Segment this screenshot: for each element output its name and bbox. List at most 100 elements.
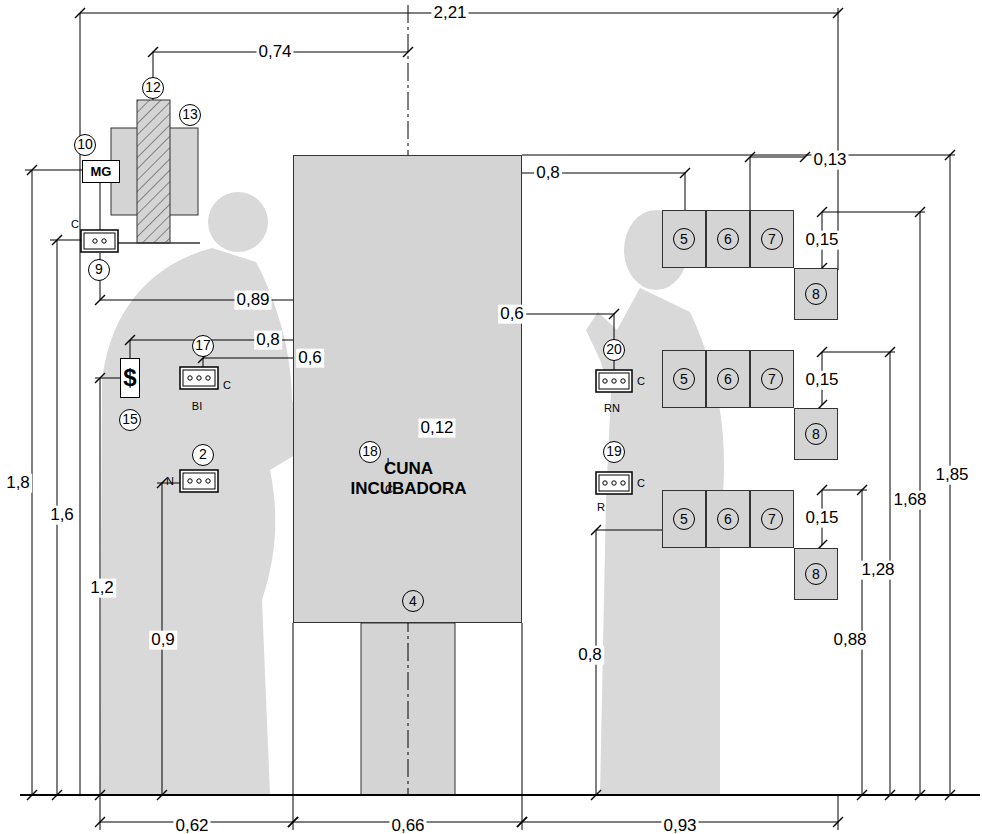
box-label: MG xyxy=(91,164,112,179)
dimension-value: 0,15 xyxy=(803,371,840,390)
outlet-symbol xyxy=(599,475,629,491)
outlet-symbol xyxy=(599,373,629,389)
callout-number: 10 xyxy=(74,134,96,156)
dimension-line xyxy=(800,152,810,162)
dimension-value: 0,93 xyxy=(661,817,698,834)
outlet-code: C xyxy=(637,375,645,387)
callout-number: 9 xyxy=(88,259,110,281)
outlet-pin xyxy=(206,479,210,483)
dimension-lines xyxy=(20,5,980,830)
dimension-value: 0,6 xyxy=(498,305,526,324)
dimension-value: 0,8 xyxy=(254,331,282,350)
callout-number: 17 xyxy=(192,335,214,357)
dimension-value: 1,8 xyxy=(4,474,32,493)
dimension-line xyxy=(822,212,925,213)
mg-box: MG xyxy=(82,160,120,183)
dimension-value: 1,6 xyxy=(48,506,76,525)
dimension-value: 1,28 xyxy=(859,561,896,580)
dimension-value: 0,66 xyxy=(389,817,426,834)
callout-number: 19 xyxy=(603,441,625,463)
equipment-box: 8 xyxy=(794,268,838,320)
dimension-line xyxy=(522,155,955,156)
equipment-box: 7 xyxy=(750,490,794,548)
dimension-value: 1,85 xyxy=(933,466,970,485)
outlet-pin xyxy=(612,481,616,485)
dimension-line xyxy=(838,795,839,830)
outlet-pin xyxy=(612,379,616,383)
equipment-box: 6 xyxy=(706,210,750,268)
outlet-pin xyxy=(621,481,625,485)
equipment-box: 6 xyxy=(706,490,750,548)
incubator-box: CUNA INCUBADORA4 xyxy=(293,155,522,623)
equipment-box: 6 xyxy=(706,350,750,408)
callout-number: 2 xyxy=(192,444,214,466)
outlet-code: C xyxy=(223,379,231,391)
outlet-code: I xyxy=(386,456,389,468)
outlet-symbol xyxy=(84,233,115,249)
callout-number: 18 xyxy=(359,441,381,463)
callout-number: 7 xyxy=(761,368,783,390)
dimension-value: 0,13 xyxy=(811,151,848,170)
switch-symbol: $ xyxy=(123,364,136,392)
dimension-line xyxy=(100,183,101,230)
outlet-pin xyxy=(621,379,625,383)
dimension-line xyxy=(522,623,523,830)
outlet-pin xyxy=(197,479,201,483)
outlet-symbol xyxy=(596,370,632,392)
outlet-pin xyxy=(197,376,201,380)
dimension-line xyxy=(25,170,82,171)
dimension-value: 0,88 xyxy=(831,631,868,650)
panel-12 xyxy=(137,100,170,243)
outlet-pin xyxy=(603,481,607,485)
equipment-box: 7 xyxy=(750,210,794,268)
dimension-value: 0,62 xyxy=(173,817,210,834)
callout-number: 8 xyxy=(805,423,827,445)
callout-number: 12 xyxy=(142,77,164,99)
outlet-code: C xyxy=(71,218,79,230)
callout-number: 13 xyxy=(179,104,201,126)
dimension-value: 0,15 xyxy=(803,231,840,250)
outlet-pin xyxy=(188,479,192,483)
dimension-value: 0,6 xyxy=(296,349,324,368)
dimension-value: 0,74 xyxy=(256,43,293,62)
dimension-line xyxy=(822,352,895,353)
dimension-line xyxy=(685,173,686,210)
equipment-box: 5 xyxy=(662,490,706,548)
dimension-line xyxy=(80,13,81,795)
callout-number: 5 xyxy=(673,228,695,250)
outlet-code: R xyxy=(597,501,605,513)
outlet-code: N xyxy=(166,475,174,487)
outlet-pin xyxy=(93,239,97,243)
dimension-value: 0,12 xyxy=(418,419,455,438)
callout-number: 8 xyxy=(805,283,827,305)
outlet-code: RN xyxy=(604,402,620,414)
dimension-value: 1,2 xyxy=(88,579,116,598)
outlet-symbol xyxy=(596,472,632,494)
dimension-value: 0,15 xyxy=(803,509,840,528)
dimension-value: 0,9 xyxy=(149,631,177,650)
dimension-line xyxy=(203,358,204,367)
dimension-value: 1,68 xyxy=(891,491,928,510)
callout-number: 7 xyxy=(761,228,783,250)
equipment-box: 8 xyxy=(794,548,838,600)
outlet-pin xyxy=(188,376,192,380)
outlet-pin xyxy=(102,239,106,243)
callout-number: 20 xyxy=(603,339,625,361)
dimension-line xyxy=(750,157,805,158)
dimension-line xyxy=(293,623,294,830)
callout-number: 6 xyxy=(717,508,739,530)
outlet-symbol xyxy=(81,230,118,252)
callout-number: 15 xyxy=(119,409,141,431)
outlet-symbol xyxy=(183,473,215,489)
dimension-line xyxy=(822,490,867,491)
shelf-line xyxy=(118,242,200,244)
outlet-symbol xyxy=(180,470,218,492)
dimension-line xyxy=(95,378,120,379)
callout-number: 5 xyxy=(673,368,695,390)
callout-number: 4 xyxy=(402,590,424,612)
outlet-code: BI xyxy=(192,400,202,412)
equipment-box: 5 xyxy=(662,350,706,408)
switch-box: $ xyxy=(120,358,140,398)
dimension-value: 2,21 xyxy=(431,4,468,23)
callout-number: 5 xyxy=(673,508,695,530)
